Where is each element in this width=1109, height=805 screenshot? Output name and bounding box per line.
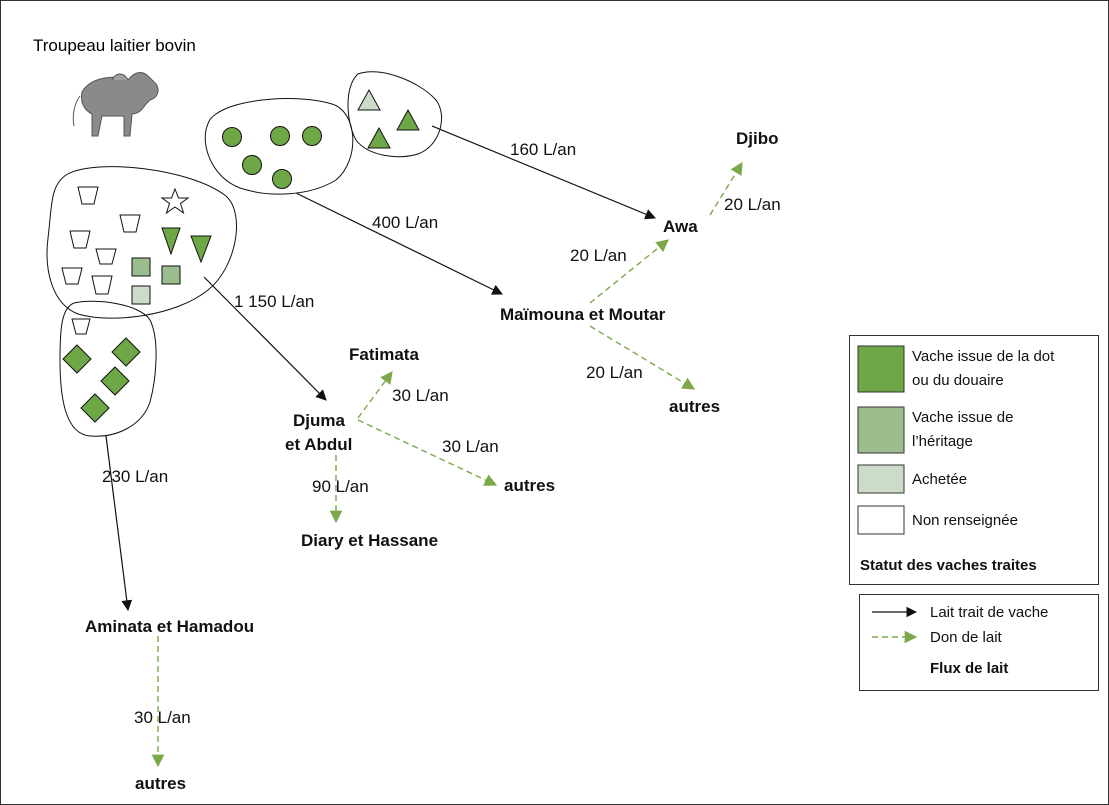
legend-swatch-unknown [857,505,905,535]
flow-label-awa-to-djibo: 20 L/an [724,195,781,214]
dowry-down-triangle-icons [161,227,212,264]
node-djuma: Djuma [293,411,346,430]
legend-purchased-label: Achetée [912,471,967,488]
legend-milk-label: Lait trait de vache [930,604,1048,621]
legend-inheritance-line1: Vache issue de [912,409,1013,426]
legend-dowry-line2: ou du douaire [912,372,1004,389]
node-autres-djuma: autres [504,476,555,495]
herd-group-diamonds [59,300,157,437]
herd-group-triangles [347,71,443,158]
milk-gift-arrows [151,161,743,768]
node-djibo: Djibo [736,129,779,148]
purchased-square-icon [131,285,151,305]
flow-label-circles-to-maimouna: 400 L/an [372,213,438,232]
figure-title: Troupeau laitier bovin [33,36,196,55]
milk-flow-arrows [105,125,656,612]
legend-flow-title: Flux de lait [930,660,1008,677]
node-fatimata: Fatimata [349,345,419,364]
herd-group-circles [204,98,354,195]
purchased-triangle-icon [357,88,381,111]
unknown-cow-icons [61,186,141,295]
legend-cow-status: Vache issue de la dot ou du douaire Vach… [849,335,1099,585]
unknown-cow-icon [71,318,91,335]
node-abdul: et Abdul [285,435,352,454]
legend-swatch-inheritance [857,406,905,454]
node-autres-maimouna: autres [669,397,720,416]
legend-status-title: Statut des vaches traites [860,557,1037,574]
legend-gift-label: Don de lait [930,629,1003,646]
legend-milk-flow: Lait trait de vache Don de lait Flux de … [859,594,1099,691]
star-icon [160,187,190,215]
flow-label-djuma-to-autres: 30 L/an [442,437,499,456]
dowry-diamond-icons [62,337,141,423]
zebu-cow-icon [72,72,159,137]
flow-label-maimouna-to-autres: 20 L/an [586,363,643,382]
flow-label-diamonds-to-aminata: 230 L/an [102,467,168,486]
flow-label-maimouna-to-awa: 20 L/an [570,246,627,265]
node-maimouna-moutar: Maïmouna et Moutar [500,305,666,324]
dowry-triangle-icons [367,108,420,149]
legend-dowry-line1: Vache issue de la dot [912,348,1055,365]
legend-unknown-label: Non renseignée [912,512,1018,529]
flow-label-djuma-to-diary: 90 L/an [312,477,369,496]
flow-label-djuma-to-fatimata: 30 L/an [392,386,449,405]
node-autres-aminata: autres [135,774,186,793]
flow-label-herd-to-djuma: 1 150 L/an [234,292,314,311]
herd-group-mixed [46,166,237,319]
node-aminata-hamadou: Aminata et Hamadou [85,617,254,636]
legend-inheritance-line2: l’héritage [912,433,973,450]
flow-label-triangles-to-awa: 160 L/an [510,140,576,159]
inheritance-square-icons [131,257,181,285]
node-diary-hassane: Diary et Hassane [301,531,438,550]
node-awa: Awa [663,217,698,236]
legend-swatch-dowry [857,345,905,393]
dowry-circle-icons [222,126,322,189]
legend-swatch-purchased [857,464,905,494]
flow-label-aminata-to-autres: 30 L/an [134,708,191,727]
